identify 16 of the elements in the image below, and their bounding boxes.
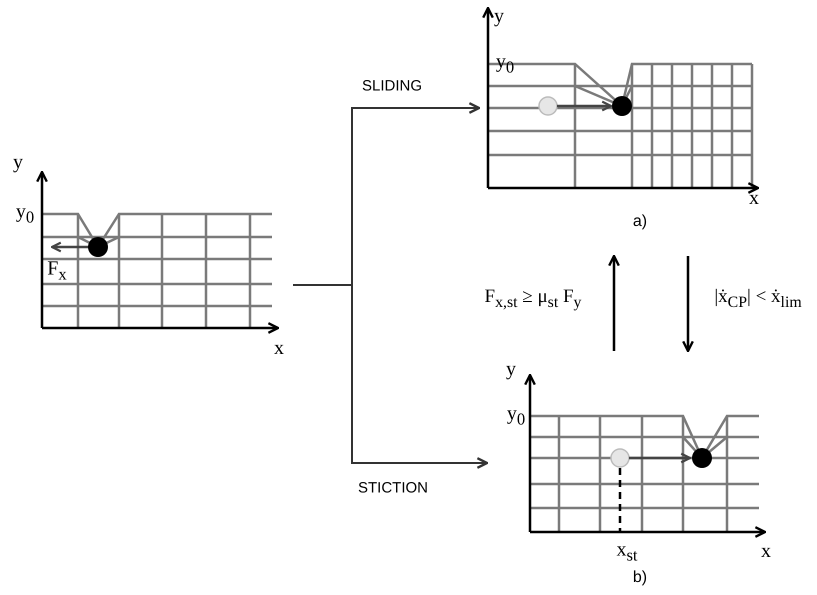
arrow bbox=[608, 254, 620, 351]
axis-label: y bbox=[494, 6, 504, 26]
axis-label: x bbox=[749, 188, 759, 208]
panel-caption: b) bbox=[632, 569, 648, 587]
panel-caption: a) bbox=[632, 213, 648, 231]
axis-label: x bbox=[274, 338, 284, 358]
arrow bbox=[682, 256, 694, 352]
axis-label: y$_{0}$ bbox=[496, 52, 514, 76]
axis-label: y bbox=[13, 152, 23, 172]
axis-label: y$_{0}$ bbox=[16, 202, 34, 226]
axis-label: y bbox=[506, 359, 516, 379]
arrow bbox=[293, 284, 488, 469]
axis-label: x bbox=[761, 541, 771, 561]
force-label: F$_{x}$ bbox=[47, 258, 67, 284]
axis-label: x$_{st}$ bbox=[616, 540, 638, 564]
axis-label: y$_{0}$ bbox=[506, 404, 526, 428]
